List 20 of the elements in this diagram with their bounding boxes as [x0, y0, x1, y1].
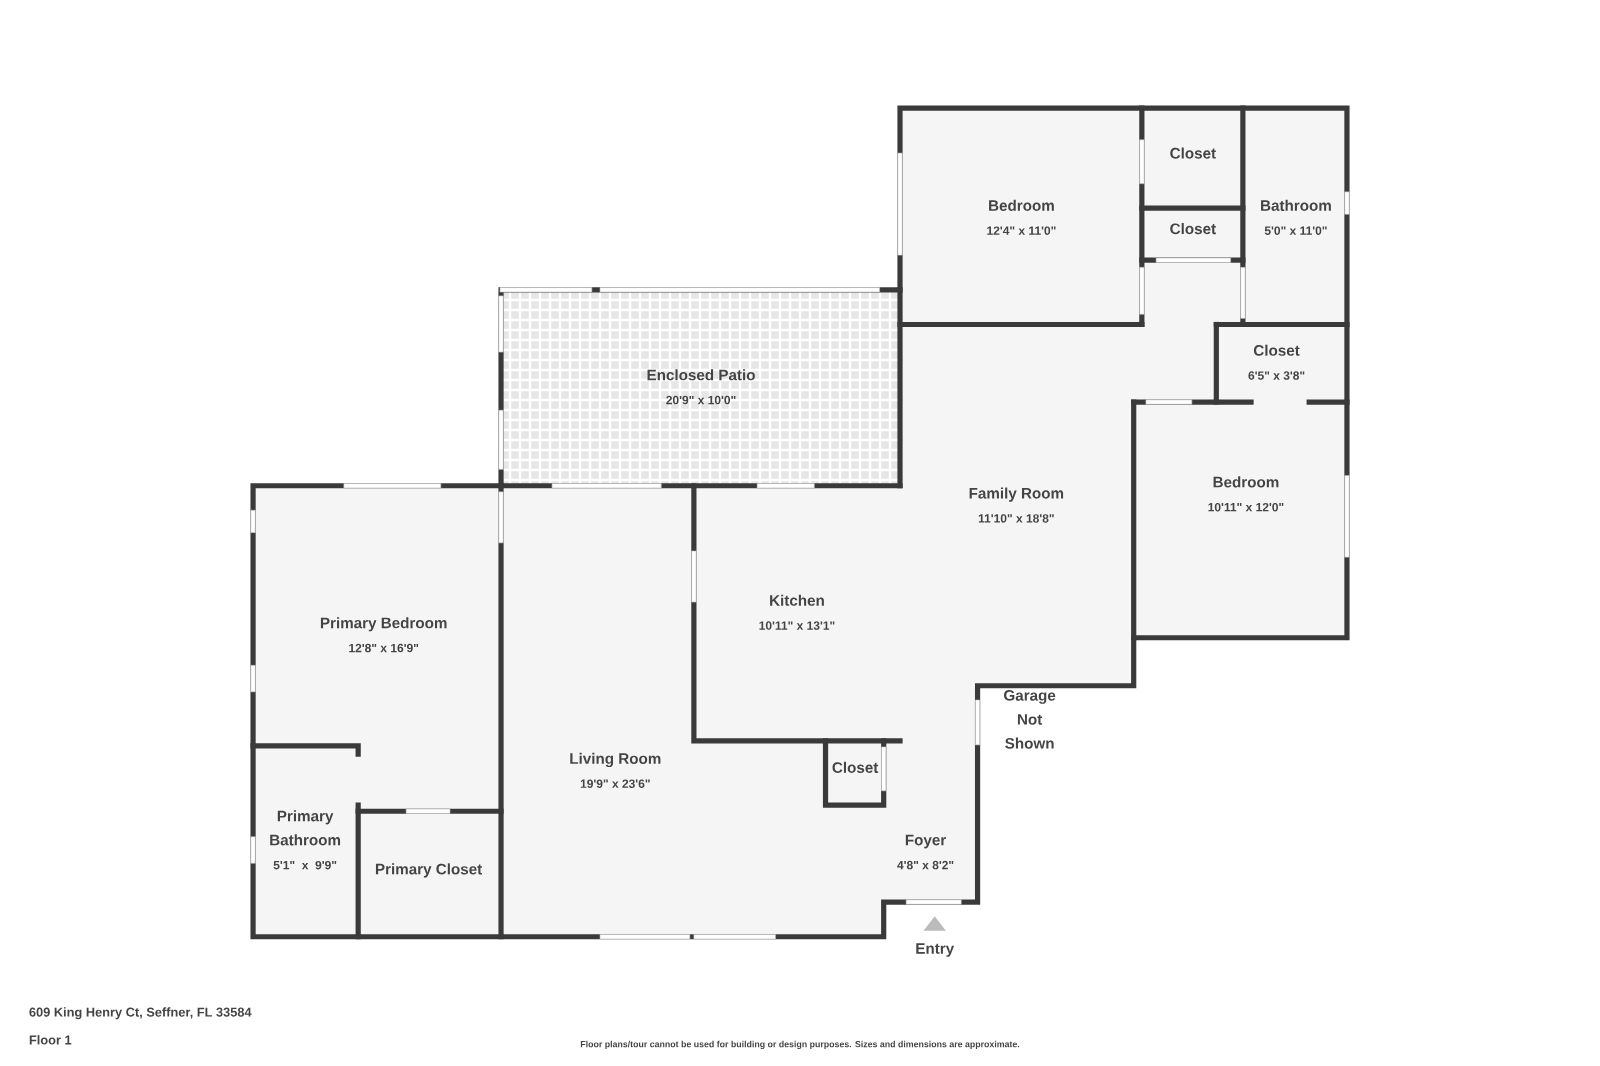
room-label: Enclosed Patio 20'9" x 10'0" [647, 369, 755, 405]
room-label: Closet [832, 761, 879, 773]
disclaimer-text: Floor plans/tour cannot be used for building or design purposes. Sizes and dimensions are approximate. [580, 1040, 1020, 1050]
room-label: Closet 6'5" x 3'8" [1248, 344, 1305, 380]
room-label: Primary Bathroom 5'1" x 9'9" [270, 810, 341, 870]
room-label: Living Room 19'9" x 23'6" [570, 752, 661, 788]
room-label: Closet [1170, 223, 1216, 235]
room-label: Bathroom 5'0" x 11'0" [1261, 199, 1331, 235]
room-label: Bedroom 12'4" x 11'0" [987, 199, 1056, 235]
room-label: Bedroom 10'11" x 12'0" [1208, 476, 1284, 512]
room-label: Family Room 11'10" x 18'8" [969, 487, 1064, 523]
room-label: Primary Bedroom 12'8" x 16'9" [320, 617, 447, 653]
room-label: Closet [1170, 147, 1216, 159]
room-label: Foyer 4'8" x 8'2" [897, 834, 954, 870]
floor-label: Floor 1 [29, 1035, 72, 1045]
room-label: Primary Closet [375, 863, 483, 878]
room-label: Kitchen 10'11" x 13'1" [759, 594, 835, 630]
entry-label: Entry [916, 943, 955, 957]
garage-note: Garage Not Shown [1004, 690, 1056, 749]
address-text: 609 King Henry Ct, Seffner, FL 33584 [29, 1007, 252, 1020]
